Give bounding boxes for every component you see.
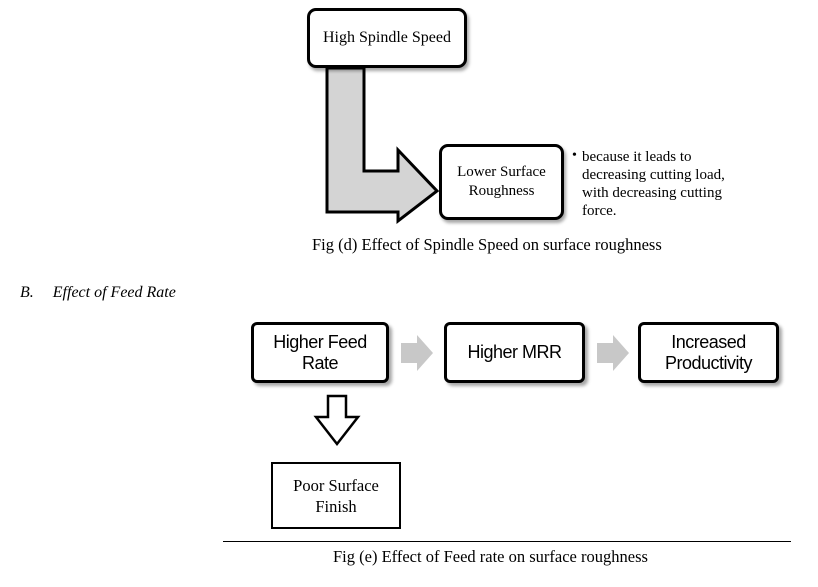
increased-productivity-label: Increased Productivity [664, 331, 753, 373]
arrow-down-icon [313, 394, 361, 447]
bullet-line: force. [582, 203, 617, 219]
high-spindle-speed-label: High Spindle Speed [323, 29, 451, 46]
chevron-right-icon [401, 335, 433, 371]
lower-surface-roughness-box: Lower Surface Roughness [439, 144, 564, 220]
higher-feed-rate-box: Higher Feed Rate [251, 322, 389, 383]
higher-mrr-box: Higher MRR [444, 322, 585, 383]
poor-surface-finish-label: Poor Surface Finish [293, 475, 379, 516]
poor-surface-finish-box: Poor Surface Finish [271, 462, 401, 529]
increased-productivity-box: Increased Productivity [638, 322, 779, 383]
bullet-line: because it leads to [582, 149, 692, 165]
higher-mrr-label: Higher MRR [467, 342, 562, 362]
section-title: Effect of Feed Rate [52, 284, 176, 301]
bullet-line: with decreasing cutting [582, 185, 722, 201]
section-number: B. [20, 284, 34, 301]
chevron-right-icon [597, 335, 629, 371]
bullet-marker: • [572, 148, 577, 163]
fig-e-caption: Fig (e) Effect of Feed rate on surface r… [333, 547, 648, 566]
lower-surface-roughness-label: Lower Surface Roughness [457, 164, 546, 199]
spindle-speed-bullet-note: • because it leads to decreasing cutting… [572, 148, 812, 220]
higher-feed-rate-label: Higher Feed Rate [273, 331, 367, 373]
section-heading: B. Effect of Feed Rate [20, 284, 176, 302]
bullet-line: decreasing cutting load, [582, 167, 725, 183]
fig-e-divider [223, 541, 791, 542]
high-spindle-speed-box: High Spindle Speed [307, 8, 467, 68]
fig-d-caption: Fig (d) Effect of Spindle Speed on surfa… [312, 235, 662, 254]
